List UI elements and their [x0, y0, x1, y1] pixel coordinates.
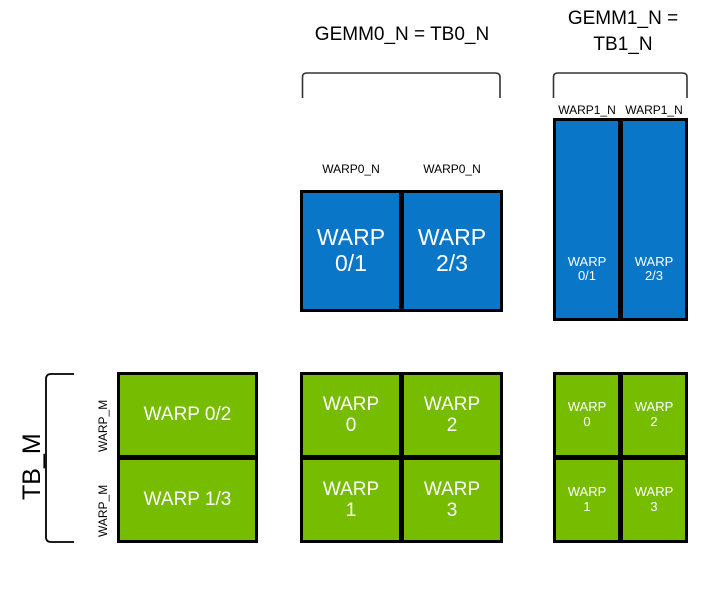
warp-m-label-bottom: WARP_M: [96, 484, 110, 537]
warp1-n-label-left: WARP1_N: [558, 103, 616, 117]
green-block-left-0[interactable]: WARP 0/2: [117, 372, 258, 458]
green-block-right-0[interactable]: WARP 0: [553, 372, 621, 458]
gemm1-title-line1: GEMM1_N =: [567, 8, 679, 29]
tb-m-axis-label: TB_M: [18, 433, 46, 500]
blue-block-gemm0-1[interactable]: WARP 2/3: [401, 190, 503, 312]
tb-m-bracket: [45, 373, 74, 543]
green-block-middle-0[interactable]: WARP 0: [300, 372, 402, 458]
warp0-n-label-left: WARP0_N: [322, 162, 380, 176]
green-block-middle-3[interactable]: WARP 3: [401, 457, 503, 543]
green-block-middle-1[interactable]: WARP 1: [300, 457, 402, 543]
green-block-right-3[interactable]: WARP 3: [620, 457, 688, 543]
gemm0-title: GEMM0_N = TB0_N: [314, 24, 490, 45]
gemm1-bracket: [552, 72, 688, 98]
warp1-n-label-right: WARP1_N: [625, 103, 683, 117]
blue-block-gemm0-0[interactable]: WARP 0/1: [300, 190, 402, 312]
green-block-left-1[interactable]: WARP 1/3: [117, 457, 258, 543]
green-block-right-2[interactable]: WARP 2: [620, 372, 688, 458]
gemm1-title-line2: TB1_N: [593, 34, 653, 55]
warp-m-label-top: WARP_M: [96, 399, 110, 452]
gemm0-bracket: [301, 72, 501, 98]
blue-block-gemm1-0[interactable]: WARP 0/1: [553, 118, 621, 321]
warp0-n-label-right: WARP0_N: [423, 162, 481, 176]
blue-block-gemm1-1[interactable]: WARP 2/3: [620, 118, 688, 321]
green-block-middle-2[interactable]: WARP 2: [401, 372, 503, 458]
green-block-right-1[interactable]: WARP 1: [553, 457, 621, 543]
